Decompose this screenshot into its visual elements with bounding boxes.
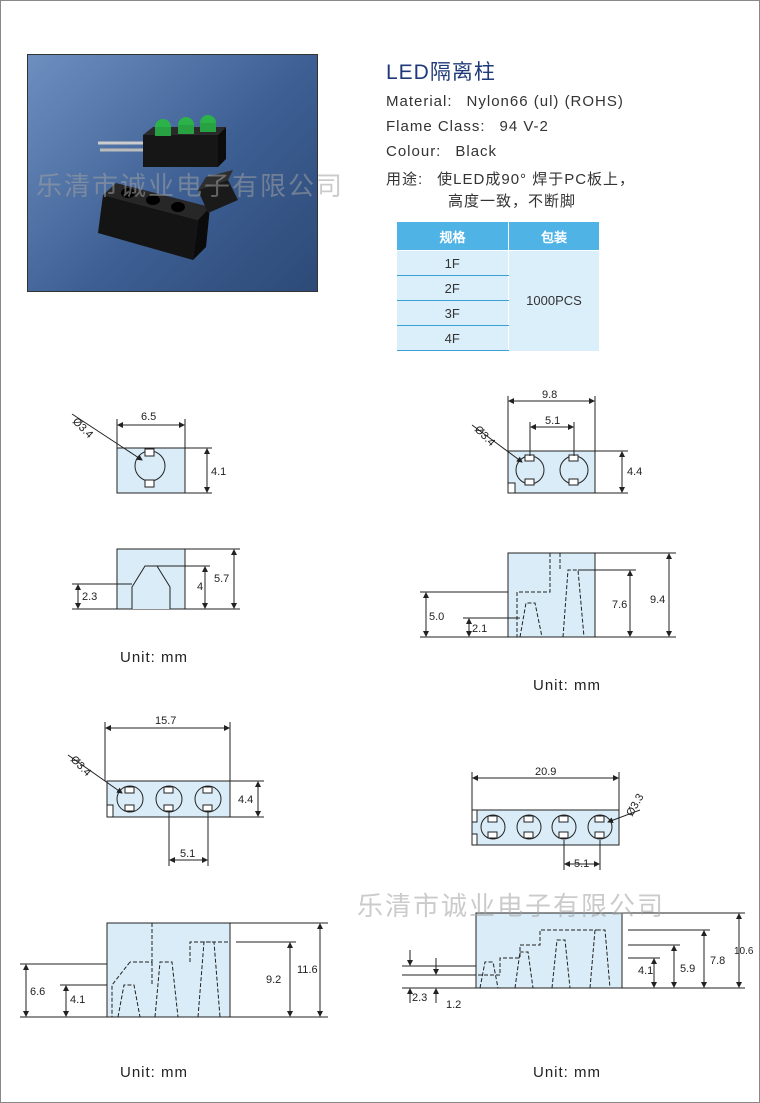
- dim-4f-a: 2.3: [412, 992, 427, 1004]
- dim-3f-d: 11.6: [297, 964, 318, 976]
- dim-4f-e: 7.8: [710, 955, 725, 967]
- dim-3f-c: 9.2: [266, 974, 281, 986]
- dim-2f-c: 7.6: [612, 599, 627, 611]
- use-text-2: 高度一致，不断脚: [448, 193, 577, 210]
- dim-4f-d: 5.9: [680, 963, 695, 975]
- dim-2f-pitch: 5.1: [545, 415, 560, 427]
- dim-4f-pitch: 5.1: [574, 858, 589, 870]
- dim-3f-dia: Ø3.4: [68, 754, 93, 779]
- dim-4f-f: 10.6: [734, 946, 754, 957]
- dim-2f-d: 9.4: [650, 594, 665, 606]
- dim-4f-width: 20.9: [535, 766, 556, 778]
- material-value: Nylon66 (ul) (ROHS): [466, 93, 624, 110]
- dim-4f-c: 4.1: [638, 965, 653, 977]
- use-text-1: 使LED成90° 焊于PC板上，: [437, 171, 636, 188]
- dim-2f-dia: Ø3.4: [472, 424, 497, 449]
- dim-2f-b: 2.1: [472, 623, 487, 635]
- spec-cell: 2F: [396, 275, 509, 301]
- use-line: 用途: 使LED成90° 焊于PC板上，: [386, 168, 635, 189]
- colour-line: Colour: Black: [386, 143, 497, 160]
- dim-3f-a: 6.6: [30, 986, 45, 998]
- dim-4f-b: 1.2: [446, 999, 461, 1011]
- dim-3f-pitch: 5.1: [180, 848, 195, 860]
- dim-3f-width: 15.7: [155, 715, 176, 727]
- flame-label: Flame Class:: [386, 118, 486, 135]
- material-label: Material:: [386, 93, 453, 110]
- dim-1f-dia: Ø3.4: [70, 416, 95, 441]
- dim-4f-dia: Ø3.3: [624, 792, 646, 819]
- dim-1f-a: 2.3: [82, 591, 97, 603]
- unit-label-2: Unit: mm: [533, 677, 601, 694]
- product-title: LED隔离柱: [386, 61, 496, 84]
- dim-1f-c: 5.7: [214, 573, 229, 585]
- watermark-top: 乐清市诚业电子有限公司: [36, 172, 345, 202]
- header-packing: 包装: [508, 221, 600, 251]
- colour-value: Black: [455, 143, 498, 160]
- dim-2f-height: 4.4: [627, 466, 642, 478]
- packing-table: 规格 包装 1F 1000PCS 2F 3F 4F: [396, 221, 600, 351]
- spec-cell: 3F: [396, 300, 509, 326]
- dim-1f-b: 4: [197, 581, 203, 593]
- spec-cell: 1F: [396, 250, 509, 276]
- unit-label-4: Unit: mm: [533, 1064, 601, 1081]
- header-spec: 规格: [396, 221, 509, 251]
- dim-3f-b: 4.1: [70, 994, 85, 1006]
- dim-2f-width: 9.8: [542, 389, 557, 401]
- dim-1f-height: 4.1: [211, 466, 226, 478]
- unit-label-3: Unit: mm: [120, 1064, 188, 1081]
- flame-value: 94 V-2: [499, 118, 549, 135]
- spec-cell: 4F: [396, 325, 509, 351]
- dim-1f-width: 6.5: [141, 411, 156, 423]
- product-photo: [27, 54, 318, 292]
- colour-label: Colour:: [386, 143, 442, 160]
- dim-2f-a: 5.0: [429, 611, 444, 623]
- flame-line: Flame Class: 94 V-2: [386, 118, 549, 135]
- dim-3f-height: 4.4: [238, 794, 253, 806]
- material-line: Material: Nylon66 (ul) (ROHS): [386, 93, 624, 110]
- use-label: 用途:: [386, 171, 424, 188]
- unit-label-1: Unit: mm: [120, 649, 188, 666]
- packing-cell: 1000PCS: [508, 250, 600, 351]
- watermark-bottom: 乐清市诚业电子有限公司: [357, 892, 666, 922]
